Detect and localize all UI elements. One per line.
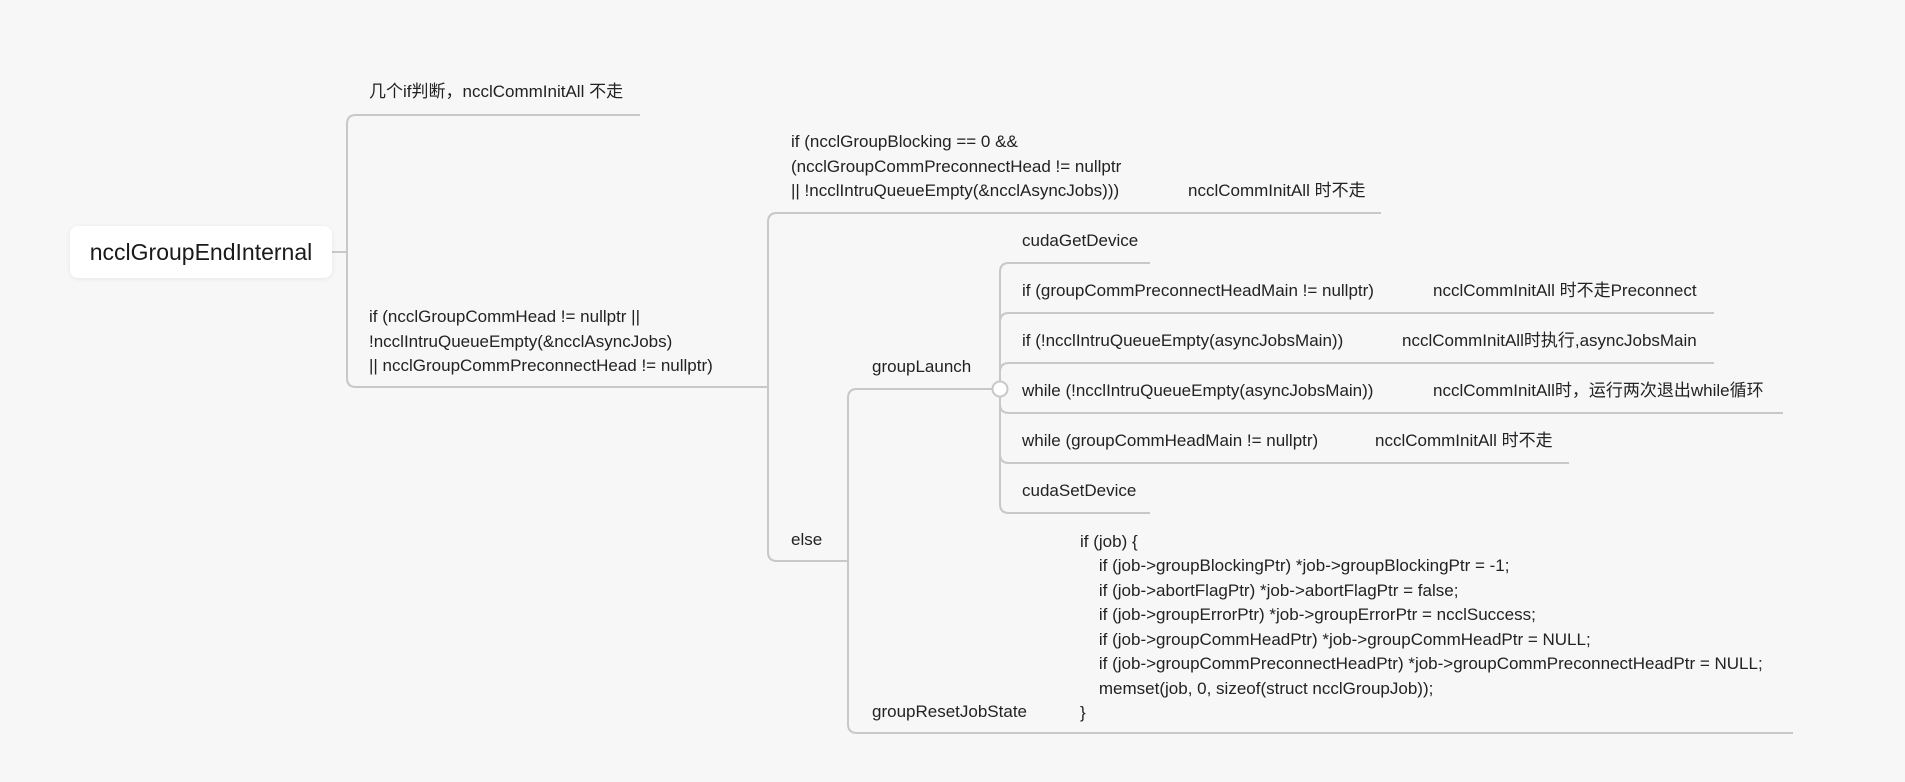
- branch-if-skip[interactable]: 几个if判断，ncclCommInitAll 不走: [369, 82, 624, 101]
- connector-group-reset: [847, 723, 1793, 734]
- connector-l4-2: [999, 362, 1714, 373]
- launch-child-4[interactable]: while (groupCommHeadMain != nullptr): [1022, 431, 1319, 450]
- nonblocking-line3[interactable]: || !ncclIntruQueueEmpty(&ncclAsyncJobs))…: [791, 181, 1120, 200]
- code-line: if (job->groupErrorPtr) *job->groupError…: [1080, 605, 1536, 624]
- code-line: if (job->abortFlagPtr) *job->abortFlagPt…: [1080, 581, 1459, 600]
- launch-child-3[interactable]: while (!ncclIntruQueueEmpty(asyncJobsMai…: [1022, 381, 1374, 400]
- launch-child-1[interactable]: if (groupCommPreconnectHeadMain != nullp…: [1022, 281, 1374, 300]
- code-line: }: [1080, 703, 1086, 722]
- branch-if-main-line1[interactable]: if (ncclGroupCommHead != nullptr ||: [369, 307, 641, 326]
- nonblocking-line1[interactable]: if (ncclGroupBlocking == 0 &&: [791, 132, 1018, 151]
- group-launch-node[interactable]: groupLaunch: [872, 357, 972, 376]
- code-line: if (job->groupCommHeadPtr) *job->groupCo…: [1080, 630, 1591, 649]
- else-node[interactable]: else: [791, 530, 823, 549]
- code-line: if (job) {: [1080, 532, 1138, 551]
- connector-if-skip: [346, 114, 640, 125]
- nonblocking-note: ncclCommInitAll 时不走: [1188, 181, 1366, 200]
- connector-else: [767, 551, 848, 562]
- branch-if-main-line3[interactable]: || ncclGroupCommPreconnectHead != nullpt…: [369, 356, 713, 375]
- launch-child-5[interactable]: cudaSetDevice: [1022, 481, 1137, 500]
- root-label: ncclGroupEndInternal: [89, 238, 313, 265]
- launch-child-1-note: ncclCommInitAll 时不走Preconnect: [1433, 281, 1697, 300]
- connector-l4-5: [999, 503, 1150, 514]
- connector-l4-0: [999, 262, 1150, 273]
- launch-child-4-note: ncclCommInitAll 时不走: [1375, 431, 1553, 450]
- launch-child-2[interactable]: if (!ncclIntruQueueEmpty(asyncJobsMain)): [1022, 331, 1344, 350]
- branch-if-main-line2[interactable]: !ncclIntruQueueEmpty(&ncclAsyncJobs): [369, 332, 673, 351]
- connector-if-main: [346, 377, 768, 388]
- code-line: memset(job, 0, sizeof(struct ncclGroupJo…: [1080, 679, 1434, 698]
- nonblocking-line2[interactable]: (ncclGroupCommPreconnectHead != nullptr: [791, 157, 1122, 176]
- connector-l4-1: [999, 312, 1714, 323]
- code-line: if (job->groupCommPreconnectHeadPtr) *jo…: [1080, 654, 1763, 673]
- connector-nonblocking: [767, 212, 1381, 223]
- root-node[interactable]: ncclGroupEndInternal: [70, 226, 332, 278]
- connector-l4-4: [999, 453, 1569, 464]
- launch-child-0[interactable]: cudaGetDevice: [1022, 231, 1139, 250]
- launch-child-2-note: ncclCommInitAll时执行,asyncJobsMain: [1402, 331, 1697, 350]
- launch-child-3-note: ncclCommInitAll时，运行两次退出while循环: [1433, 381, 1764, 400]
- connector-l4-3: [999, 389, 1783, 414]
- connector-group-launch: [847, 388, 997, 399]
- code-line: if (job->groupBlockingPtr) *job->groupBl…: [1080, 556, 1510, 575]
- group-reset-node[interactable]: groupResetJobState: [872, 702, 1027, 721]
- collapse-toggle-icon[interactable]: [991, 380, 1009, 398]
